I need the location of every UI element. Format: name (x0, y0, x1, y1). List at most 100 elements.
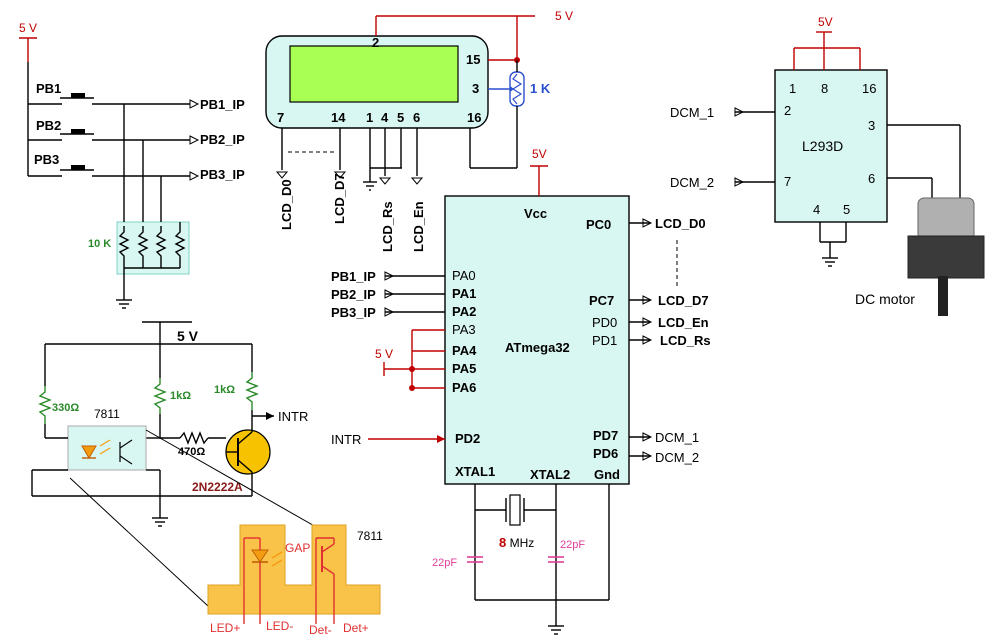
lcd-pin-14: 14 (331, 110, 346, 125)
pin-pa6: PA6 (452, 380, 476, 395)
lcd-d0-label: LCD_D0 (279, 179, 294, 230)
crystal-section: 8 MHz 22pF 22pF (432, 484, 610, 635)
pin-pc7: PC7 (589, 293, 614, 308)
pin-pd2: PD2 (455, 431, 480, 446)
motor-label: DC motor (855, 291, 915, 307)
driver-in-dcm1: DCM_1 (670, 105, 714, 120)
lcd-pin-2: 2 (372, 35, 379, 50)
mcu-chip (444, 195, 630, 485)
lcd-supply-label: 5 V (555, 9, 573, 23)
driver-pin-16: 16 (862, 81, 876, 96)
mcu-out-d7: LCD_D7 (658, 293, 709, 308)
pin-pd7: PD7 (593, 428, 618, 443)
driver-pin-6: 6 (868, 171, 875, 186)
crystal-freq: 8 MHz (499, 535, 534, 550)
detail-name: 7811 (357, 529, 383, 543)
lcd-screen (289, 45, 459, 103)
pin-pa1: PA1 (452, 286, 476, 301)
pin-gnd: Gnd (594, 467, 620, 482)
sensor-supply-label: 5 V (177, 328, 199, 344)
lcd-pin-4: 4 (381, 110, 389, 125)
mcu-name: ATmega32 (505, 340, 570, 355)
lcd-pin-5: 5 (397, 110, 404, 125)
pin-pa4: PA4 (452, 343, 477, 358)
motor-shaft (938, 276, 948, 316)
mcu-supply-label: 5V (532, 147, 547, 161)
driver-supply-label: 5V (818, 15, 833, 29)
lcd-pin-16: 16 (467, 110, 481, 125)
detail-pin-det-minus: Det- (309, 623, 332, 637)
cap1-label: 22pF (432, 557, 457, 569)
pin-pa0: PA0 (452, 268, 476, 283)
detail-pin-det-plus: Det+ (343, 621, 369, 635)
lcd-pin-15: 15 (466, 52, 480, 67)
sensor-section: 5 V 330Ω 1kΩ 1kΩ INTR 7811 (31, 321, 347, 607)
pb2-label: PB2 (36, 118, 61, 133)
mcu-in-pb2: PB2_IP (331, 287, 376, 302)
pb3-ip-label: PB3_IP (200, 167, 245, 182)
driver-pin-8: 8 (821, 81, 828, 96)
lcd-pin-7: 7 (277, 110, 284, 125)
pb2-ip-label: PB2_IP (200, 132, 245, 147)
mcu-in-pb3: PB3_IP (331, 305, 376, 320)
opto-7811 (67, 425, 147, 471)
r1k-b-label: 1kΩ (214, 384, 235, 396)
pin-pa2: PA2 (452, 304, 476, 319)
detail-section: GAP 7811 LED+ LED- Det- Det+ (207, 524, 383, 637)
sensor-out-label: INTR (278, 409, 308, 424)
mcu-out-en: LCD_En (658, 315, 709, 330)
pot-label: 1 K (530, 81, 551, 96)
mcu-out-d0: LCD_D0 (655, 216, 706, 231)
driver-section: 5V 1 8 16 2 3 7 6 4 5 L293D DCM_1 DCM_2 (670, 15, 985, 316)
detail-pin-led-minus: LED- (266, 619, 293, 633)
pin-xtal1: XTAL1 (455, 464, 495, 479)
pa-supply-label: 5 V (375, 347, 393, 361)
crystal (509, 494, 521, 526)
mcu-in-intr: INTR (331, 432, 361, 447)
lcd-en-label: LCD_En (411, 201, 426, 252)
pin-pa5: PA5 (452, 361, 476, 376)
pin-pd0: PD0 (592, 315, 617, 330)
pin-pd1: PD1 (592, 333, 617, 348)
mcu-out-dcm2: DCM_2 (655, 450, 699, 465)
r470-label: 470Ω (178, 446, 205, 458)
lcd-pin-6: 6 (413, 110, 420, 125)
pulldown-label: 10 K (88, 238, 111, 250)
cap2-label: 22pF (560, 539, 585, 551)
pin-pd6: PD6 (593, 446, 618, 461)
mcu-out-rs: LCD_Rs (660, 333, 711, 348)
mcu-out-dcm1: DCM_1 (655, 430, 699, 445)
driver-in-dcm2: DCM_2 (670, 175, 714, 190)
lcd-rs-label: LCD_Rs (380, 201, 395, 252)
gap-label: GAP (285, 541, 310, 555)
driver-name: L293D (802, 138, 843, 154)
l293d-chip (774, 69, 888, 223)
lcd-pin-3: 3 (472, 81, 479, 96)
r330-label: 330Ω (52, 402, 79, 414)
motor-cap (917, 197, 975, 241)
pin-pc0: PC0 (586, 217, 611, 232)
pin-xtal2: XTAL2 (530, 467, 570, 482)
mcu-in-pb1: PB1_IP (331, 269, 376, 284)
driver-pin-5: 5 (843, 202, 850, 217)
transistor-label: 2N2222A (192, 480, 243, 494)
driver-pin-3: 3 (868, 118, 875, 133)
pb1-ip-label: PB1_IP (200, 97, 245, 112)
lcd-d7-label: LCD_D7 (332, 173, 347, 224)
driver-pin-2: 2 (784, 103, 791, 118)
mcu-section: 5V Vcc ATmega32 PA0 PA1 PA2 PA3 PA4 PA5 … (331, 147, 711, 485)
opto-detail-body (207, 524, 381, 615)
pb3-label: PB3 (34, 152, 59, 167)
dc-motor (907, 235, 985, 279)
lcd-section: 2 15 3 7 14 1 4 5 6 16 5 V 1 K (265, 9, 573, 252)
driver-pin-1: 1 (789, 81, 796, 96)
pushbutton-section: 5 V PB1 PB1_IP PB2 PB2_IP PB3 PB3_IP (19, 21, 245, 309)
opto-label: 7811 (94, 407, 120, 421)
pb-supply-label: 5 V (19, 21, 37, 35)
driver-pin-4: 4 (813, 202, 820, 217)
r1k-a-label: 1kΩ (170, 390, 191, 402)
pin-pa3: PA3 (452, 322, 476, 337)
mcu-vcc: Vcc (524, 206, 547, 221)
driver-pin-7: 7 (784, 174, 791, 189)
